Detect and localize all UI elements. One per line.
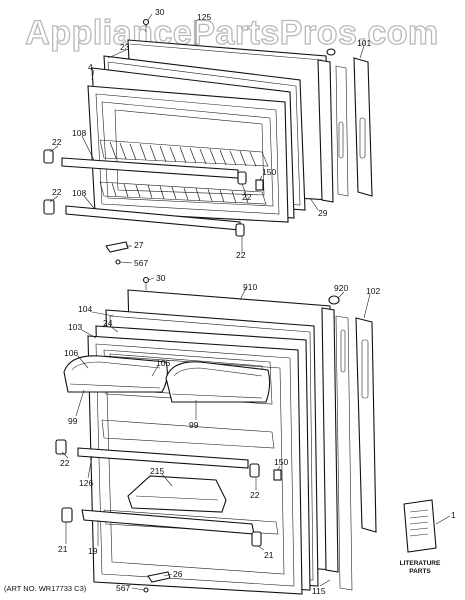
freezer-door-stop — [255, 179, 264, 191]
egg-bin-shelf — [127, 475, 227, 513]
callout-21-b: 21 — [264, 550, 274, 560]
art-number: (ART NO. WR17733 C3) — [4, 584, 87, 593]
callout-101: 101 — [357, 38, 371, 48]
callout-22-b: 22 — [52, 187, 62, 197]
freezer-lower-shelf — [99, 181, 267, 205]
fresh-food-door-handle — [355, 317, 377, 533]
dairy-compartment-door-right — [165, 361, 271, 403]
bottom-hinge-clip — [147, 571, 171, 583]
literature-label-line2: PARTS — [409, 568, 431, 575]
hinge-pin-cap — [328, 295, 340, 305]
callout-567-b: 567 — [116, 583, 130, 593]
freezer-shelf-support-right-lower — [235, 223, 245, 237]
callout-30-bottom: 30 — [156, 273, 166, 283]
literature-parts-booklet — [403, 499, 437, 553]
callout-26: 26 — [173, 569, 183, 579]
shelf-support-right-bottom — [251, 531, 262, 547]
callout-30-top: 30 — [155, 7, 165, 17]
callout-22-f: 22 — [250, 490, 260, 500]
callout-106-b: 106 — [156, 358, 170, 368]
freezer-shelf-support-left-lower — [43, 199, 55, 215]
callout-24: 24 — [103, 318, 113, 328]
callout-4: 4 — [88, 62, 93, 72]
callout-22-a: 22 — [52, 137, 62, 147]
callout-29: 29 — [318, 208, 328, 218]
leader-lines — [49, 13, 451, 591]
callout-22-e: 22 — [60, 458, 70, 468]
callout-23: 23 — [120, 42, 130, 52]
callout-150-b: 150 — [274, 457, 288, 467]
shelf-support-right-middle — [249, 463, 260, 478]
callout-102: 102 — [366, 286, 380, 296]
callout-21-a: 21 — [58, 544, 68, 554]
callout-108-b: 108 — [72, 188, 86, 198]
callout-99-a: 99 — [68, 416, 78, 426]
callout-150-a: 150 — [262, 167, 276, 177]
freezer-shelf-support-right-upper — [237, 171, 247, 185]
callout-108-a: 108 — [72, 128, 86, 138]
freezer-door-handle — [353, 57, 373, 197]
callout-19: 19 — [88, 546, 98, 556]
callout-99-b: 99 — [189, 420, 199, 430]
shelf-support-left-bottom — [61, 507, 73, 523]
literature-label-line1: LITERATURE — [400, 560, 441, 567]
callout-115: 115 — [312, 586, 326, 596]
callout-1: 1 — [451, 510, 456, 520]
dairy-compartment-door-left — [63, 355, 168, 393]
callout-215: 215 — [150, 466, 164, 476]
callout-22-d: 22 — [236, 250, 246, 260]
fresh-food-door-assembly — [55, 276, 437, 595]
callout-labels: 30 125 101 23 4 22 108 22 108 150 22 29 … — [52, 7, 456, 596]
callout-106-a: 106 — [64, 348, 78, 358]
callout-567-a: 567 — [134, 258, 148, 268]
freezer-upper-shelf — [99, 139, 269, 167]
callout-920: 920 — [334, 283, 348, 293]
callout-22-c: 22 — [242, 192, 252, 202]
freezer-door-liner — [87, 85, 289, 223]
callout-125: 125 — [197, 12, 211, 22]
fresh-food-shelf-bar-middle — [77, 447, 249, 469]
callout-910: 910 — [243, 282, 257, 292]
fresh-food-door-stop — [273, 469, 282, 481]
door-side-trim — [335, 315, 353, 591]
callout-103: 103 — [68, 322, 82, 332]
watermark-text: AppliancePartsPros.com — [25, 14, 438, 52]
callout-104: 104 — [78, 304, 92, 314]
freezer-shelf-support-left-upper — [43, 149, 54, 164]
freezer-hinge-clip — [105, 241, 129, 253]
callout-126: 126 — [79, 478, 93, 488]
shelf-support-left-middle — [55, 439, 67, 455]
callout-27: 27 — [134, 240, 144, 250]
freezer-door-assembly — [43, 18, 373, 265]
